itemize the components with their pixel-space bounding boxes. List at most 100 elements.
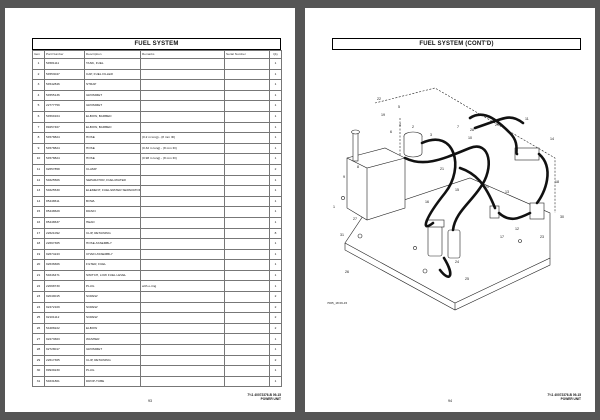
cell-remarks bbox=[140, 312, 225, 324]
cell-qty: 1 bbox=[269, 132, 282, 144]
cell-item: 11 bbox=[32, 163, 45, 176]
cell-description: PLUG bbox=[84, 280, 141, 293]
callout-label: 9 bbox=[343, 175, 345, 179]
callout-label: 24 bbox=[455, 260, 459, 264]
cell-serial bbox=[224, 301, 270, 314]
cell-serial bbox=[224, 58, 270, 70]
cell-part-number: 54488222 bbox=[44, 322, 85, 335]
callout-label: 29 bbox=[495, 123, 499, 127]
callout-label: 6 bbox=[390, 130, 392, 134]
callout-label: 17 bbox=[500, 235, 504, 239]
fuel-hose bbox=[403, 145, 490, 232]
cell-item: 6 bbox=[32, 110, 45, 123]
callout-label: 16 bbox=[425, 200, 429, 204]
cell-description: HOSE bbox=[84, 132, 141, 144]
cell-qty: 2 bbox=[269, 312, 282, 324]
callout-label: 10 bbox=[468, 136, 472, 140]
cell-item: 13 bbox=[32, 185, 45, 197]
cell-part-number: 54578824 bbox=[44, 132, 85, 144]
cell-serial bbox=[224, 227, 270, 240]
cell-remarks bbox=[140, 163, 225, 176]
callout-label: 22 bbox=[377, 97, 381, 101]
cell-description: SCREW bbox=[84, 291, 141, 303]
col-header-part-number: Part Number bbox=[44, 50, 85, 59]
cell-part-number: 54578824 bbox=[44, 142, 85, 155]
cell-item: 31 bbox=[32, 375, 45, 388]
cell-remarks bbox=[140, 206, 225, 218]
footer-section: POWER UNIT bbox=[560, 397, 581, 401]
cell-item: 18 bbox=[32, 238, 45, 250]
cell-serial bbox=[224, 174, 270, 187]
cell-item: 10 bbox=[32, 153, 45, 165]
cell-remarks: with o-ring bbox=[140, 280, 225, 293]
cell-remarks bbox=[140, 185, 225, 197]
fuel-hose bbox=[473, 116, 525, 130]
cell-part-number: 92101112 bbox=[44, 312, 85, 324]
cell-description: SCREW bbox=[84, 301, 141, 314]
cell-item: 19 bbox=[32, 248, 45, 261]
cell-remarks bbox=[140, 79, 225, 91]
filler-cap bbox=[351, 129, 360, 135]
cell-description: SEPARATOR, FUEL/WATER bbox=[84, 174, 141, 187]
cell-qty: 1 bbox=[269, 153, 282, 165]
cell-serial bbox=[224, 344, 270, 356]
cell-remarks bbox=[140, 365, 225, 377]
cell-remarks bbox=[140, 238, 225, 250]
left-page: FUEL SYSTEM Item Part Number Description… bbox=[5, 8, 295, 412]
cell-remarks bbox=[140, 322, 225, 335]
filter-canister bbox=[403, 136, 423, 158]
cell-qty: 2 bbox=[269, 291, 282, 303]
cell-qty: 1 bbox=[269, 142, 282, 155]
col-header-description: Description bbox=[84, 50, 141, 59]
cell-serial bbox=[224, 269, 270, 282]
cell-remarks bbox=[140, 68, 225, 81]
col-header-qty: Qty bbox=[269, 50, 282, 59]
cell-description: CHAIN ASSEMBLY bbox=[84, 248, 141, 261]
cell-part-number: 54581111 bbox=[44, 58, 85, 70]
cell-part-number: 54646471 bbox=[44, 269, 85, 282]
bolt bbox=[357, 233, 363, 239]
engine-outline bbox=[374, 87, 556, 213]
cell-remarks bbox=[140, 301, 225, 314]
page-number: 94 bbox=[448, 399, 452, 403]
fuel-hose bbox=[535, 152, 549, 205]
cell-item: 3 bbox=[32, 79, 45, 91]
callout-label: 4 bbox=[399, 123, 401, 127]
cell-serial bbox=[224, 89, 270, 102]
cell-description: GROMMET bbox=[84, 89, 141, 102]
fuel-hose bbox=[420, 138, 457, 228]
cell-item: 27 bbox=[32, 333, 45, 346]
cell-item: 20 bbox=[32, 259, 45, 271]
callout-label: 21 bbox=[440, 167, 444, 171]
cell-part-number: 22617365 bbox=[44, 354, 85, 367]
cell-description: GROMMET bbox=[84, 100, 141, 112]
cell-qty: 2 bbox=[269, 301, 282, 314]
cell-part-number: 22621092 bbox=[44, 227, 85, 240]
cell-item: 2 bbox=[32, 68, 45, 81]
cell-qty: 1 bbox=[269, 216, 282, 229]
right-page: FUEL SYSTEM (CONT'D) bbox=[305, 8, 595, 412]
cell-remarks bbox=[140, 344, 225, 356]
cell-description: SCREW bbox=[84, 312, 141, 324]
cell-remarks bbox=[140, 227, 225, 240]
cell-qty: 1 bbox=[269, 333, 282, 346]
cell-item: 24 bbox=[32, 301, 45, 314]
cell-remarks bbox=[140, 121, 225, 134]
cell-item: 15 bbox=[32, 206, 45, 218]
cell-serial bbox=[224, 238, 270, 250]
cell-description: FILTER, FUEL bbox=[84, 259, 141, 271]
cell-description: STRAP bbox=[84, 79, 141, 91]
cell-remarks: (0.2 m long) - (8 mm ID) bbox=[140, 132, 225, 144]
callout-label: 7 bbox=[457, 125, 459, 129]
cell-part-number: 92636666 bbox=[44, 259, 85, 271]
cell-description: BOWL bbox=[84, 195, 141, 208]
